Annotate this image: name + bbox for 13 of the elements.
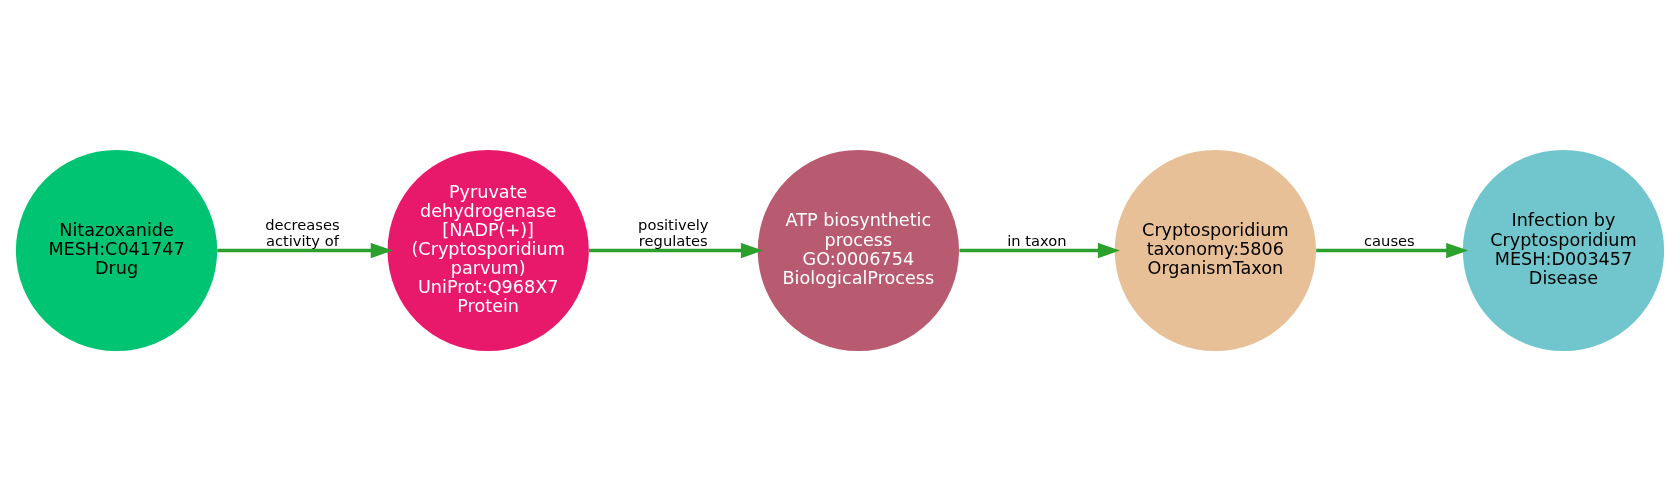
node-circle: Nitazoxanide MESH:C041747 Drug <box>15 149 218 351</box>
edge-label: causes <box>1364 231 1415 249</box>
node-circle: Infection by Cryptosporidium MESH:D003457 Disease <box>1462 149 1665 351</box>
edge-label: in taxon <box>1007 231 1067 249</box>
node-circle: Pyruvate dehydrogenase [NADP(+)] (Cryptosporidium parvum) UniProt:Q968X7 Protein <box>387 149 589 351</box>
node-circle: Cryptosporidium taxonomy:5806 OrganismTaxon <box>1114 149 1316 351</box>
node-circle: ATP biosynthetic process GO:0006754 BiologicalProcess <box>757 149 959 351</box>
arrow <box>1316 242 1469 258</box>
arrow <box>589 242 763 258</box>
arrow <box>217 242 393 258</box>
edge-label: positively regulates <box>638 215 709 249</box>
arrow <box>959 242 1120 258</box>
edge-label: decreases activity of <box>265 215 340 249</box>
